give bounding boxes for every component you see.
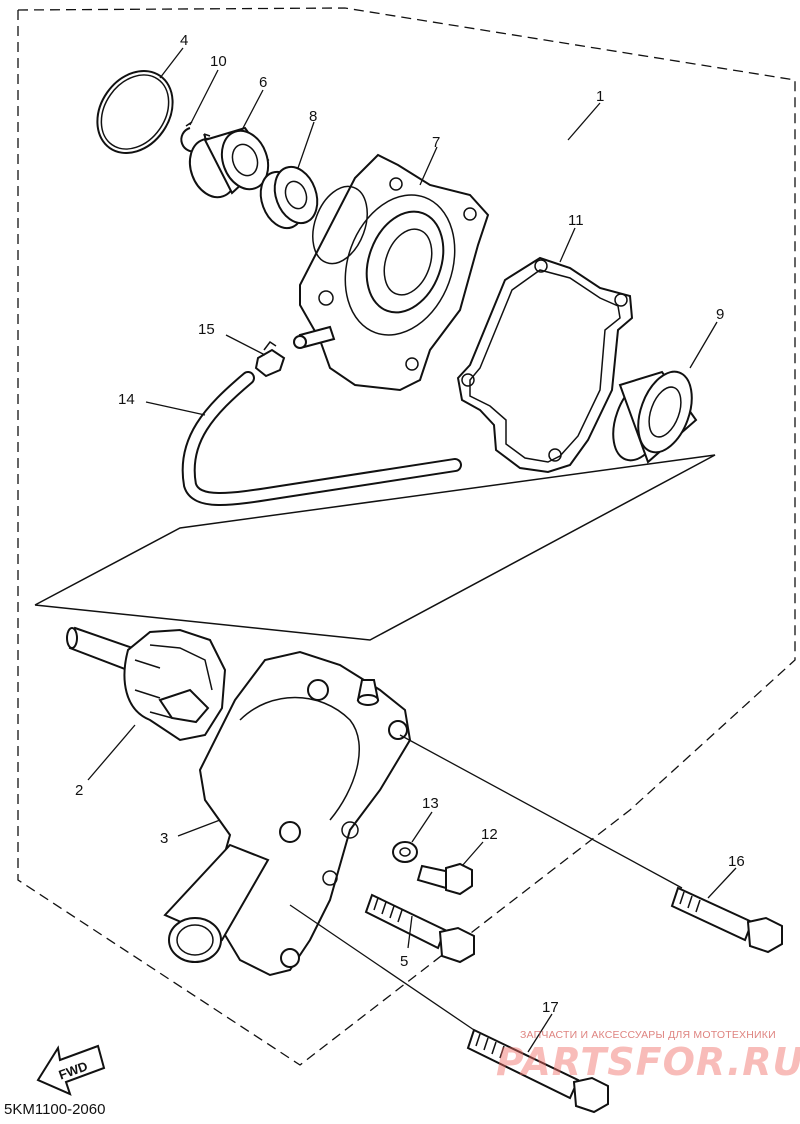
alignment-line-16 <box>399 734 683 889</box>
short-bolt-part <box>416 862 473 896</box>
callout-1: 1 <box>596 88 604 105</box>
gasket-part <box>456 256 634 474</box>
callout-7: 7 <box>432 134 440 151</box>
o-ring-part <box>96 70 174 154</box>
hose-part <box>181 371 462 506</box>
callout-leaders <box>87 47 737 1053</box>
callout-15: 15 <box>198 321 215 338</box>
callout-5: 5 <box>400 953 408 970</box>
alignment-line-17 <box>289 904 475 1031</box>
callout-4: 4 <box>180 32 188 49</box>
watermark-brand: PARTSFOR.RU <box>496 1040 800 1084</box>
callout-16: 16 <box>728 853 745 870</box>
watermark-subtitle: ЗАПЧАСТИ И АКСЕССУАРЫ ДЛЯ МОТОТЕХНИКИ <box>520 1029 776 1041</box>
callout-14: 14 <box>118 391 135 408</box>
mechanical-seal-part <box>612 370 698 464</box>
callout-8: 8 <box>309 108 317 125</box>
subassembly-plane <box>34 454 716 641</box>
callout-9: 9 <box>716 306 724 323</box>
long-bolt-part-17 <box>466 1028 609 1114</box>
washer-part <box>392 841 418 863</box>
housing-cover-part <box>293 153 490 392</box>
bolt-part-5 <box>364 893 475 964</box>
callout-13: 13 <box>422 795 439 812</box>
callout-6: 6 <box>259 74 267 91</box>
callout-3: 3 <box>160 830 168 847</box>
pump-body-part <box>163 650 412 977</box>
seal-part <box>259 165 319 230</box>
hose-clamp-part <box>254 340 286 378</box>
assembly-boundary <box>17 7 796 1066</box>
fwd-arrow-icon: FWD <box>36 1044 106 1096</box>
bearing-part <box>188 126 270 199</box>
diagram-code: 5KM1100-2060 <box>4 1101 106 1118</box>
callout-2: 2 <box>75 782 83 799</box>
callout-17: 17 <box>542 999 559 1016</box>
long-bolt-part-16 <box>670 886 783 954</box>
callout-10: 10 <box>210 53 227 70</box>
callout-12: 12 <box>481 826 498 843</box>
impeller-part <box>66 626 227 742</box>
callout-11: 11 <box>568 212 584 229</box>
